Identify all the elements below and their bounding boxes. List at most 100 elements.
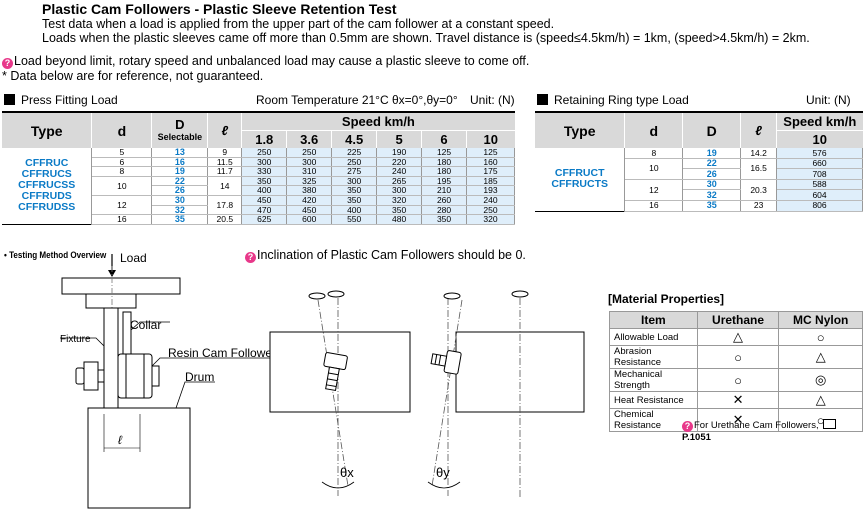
cell-value: 576 <box>776 148 863 159</box>
col-speed-header: Speed km/h <box>241 112 515 131</box>
press-fit-table: Type d D Selectable ℓ Speed km/h 1.8 3.6… <box>2 111 515 225</box>
theta-y-arc <box>427 481 461 489</box>
cell-value: 160 <box>466 157 515 168</box>
hint-icon: ? <box>682 421 693 432</box>
material-row: Mechanical Strength○◎ <box>609 368 863 392</box>
col-D-header: D Selectable <box>151 112 209 148</box>
cell-value: 265 <box>376 176 423 187</box>
col-type-header: Type <box>2 112 93 148</box>
type-name[interactable]: CFFRUCSS <box>18 179 76 192</box>
cam-follower-body <box>117 353 153 399</box>
material-title: [Material Properties] <box>608 292 725 306</box>
cell-d: 12 <box>91 195 153 216</box>
type-name[interactable]: CFFRUC <box>25 157 69 170</box>
hint-icon: ? <box>2 58 13 69</box>
drum-front-view <box>269 331 411 413</box>
urethane-rating: ○ <box>696 345 780 369</box>
inclination-note-text: Inclination of Plastic Cam Followers sho… <box>257 248 526 262</box>
cell-value: 190 <box>376 148 423 158</box>
top-block <box>85 293 137 309</box>
cam-follower-y <box>430 350 462 375</box>
tilt-axis-y <box>431 299 463 487</box>
drum-leader <box>175 381 215 409</box>
theta-y-label: θy <box>436 465 450 480</box>
type-name[interactable]: CFFRUCS <box>21 168 72 181</box>
cell-value: 350 <box>376 205 423 216</box>
cell-D: 30 <box>151 195 209 206</box>
press-fit-unit: Unit: (N) <box>470 93 515 107</box>
cell-value: 275 <box>331 166 378 177</box>
type-name[interactable]: CFFRUCTS <box>551 178 608 191</box>
drum-label: Drum <box>185 370 214 384</box>
cell-value: 325 <box>286 176 333 187</box>
cell-value: 210 <box>421 185 468 196</box>
inclination-note: ?Inclination of Plastic Cam Followers sh… <box>245 248 526 263</box>
cell-value: 350 <box>421 214 468 225</box>
cell-value: 400 <box>241 185 288 196</box>
type-name[interactable]: CFFRUCT <box>554 167 605 180</box>
cell-D: 16 <box>151 157 209 168</box>
press-fit-title-text: Press Fitting Load <box>21 93 118 107</box>
rotation-mark <box>308 292 326 300</box>
cell-d: 10 <box>624 158 684 180</box>
collar-leader <box>130 321 170 331</box>
cell-value: 480 <box>376 214 423 225</box>
cell-D: 13 <box>151 147 209 158</box>
speed-col-1: 1.8 <box>241 130 288 148</box>
cell-value: 180 <box>421 166 468 177</box>
cell-value: 350 <box>331 195 378 206</box>
cell-value: 240 <box>376 166 423 177</box>
testing-method-title: • Testing Method Overview <box>4 250 107 261</box>
type-name[interactable]: CFFRUDSS <box>18 201 76 214</box>
urethane-rating: △ <box>696 328 780 346</box>
cell-l: 17.8 <box>207 195 243 216</box>
page-reference-link[interactable]: P.1051 <box>682 432 711 443</box>
cell-value: 180 <box>421 157 468 168</box>
page-title: Plastic Cam Followers - Plastic Sleeve R… <box>42 1 397 17</box>
type-name[interactable]: CFFRUDS <box>21 190 72 203</box>
speed-col-2: 3.6 <box>286 130 333 148</box>
cell-l: 20.3 <box>740 179 778 201</box>
description-line-2: Loads when the plastic sleeves came off … <box>42 31 810 45</box>
washer <box>97 369 105 383</box>
cell-value: 806 <box>776 200 863 212</box>
fixture-leader <box>60 337 105 347</box>
cell-value: 225 <box>331 148 378 158</box>
cell-value: 400 <box>331 205 378 216</box>
cell-l: 20.5 <box>207 214 243 225</box>
cell-D: 26 <box>682 168 742 180</box>
retaining-title-text: Retaining Ring type Load <box>554 93 689 107</box>
cell-value: 330 <box>241 166 288 177</box>
cell-value: 350 <box>331 185 378 196</box>
material-item: Mechanical Strength <box>609 368 698 392</box>
cell-value: 185 <box>466 176 515 187</box>
cell-value: 260 <box>421 195 468 206</box>
cell-value: 195 <box>421 176 468 187</box>
cell-D: 22 <box>682 158 742 170</box>
material-table: Item Urethane MC Nylon Allowable Load△○A… <box>609 311 863 432</box>
cell-value: 300 <box>241 157 288 168</box>
theta-x-label: θx <box>340 465 354 480</box>
material-header-mcnylon: MC Nylon <box>778 311 863 329</box>
collar-label: Collar <box>130 318 161 332</box>
cell-d: 12 <box>624 179 684 201</box>
rotation-mark <box>443 292 461 300</box>
material-header-item: Item <box>609 311 698 329</box>
warning-note: ?Load beyond limit, rotary speed and unb… <box>2 54 529 69</box>
cell-l: 11.7 <box>207 166 243 177</box>
urethane-rating: ✕ <box>696 391 780 409</box>
description-line-1: Test data when a load is applied from th… <box>42 17 555 31</box>
section-square-icon <box>4 94 15 105</box>
cell-value: 588 <box>776 179 863 191</box>
fixture-shaft <box>103 307 119 409</box>
col-D-sublabel: Selectable <box>157 131 203 142</box>
material-row: Abrasion Resistance○△ <box>609 345 863 369</box>
